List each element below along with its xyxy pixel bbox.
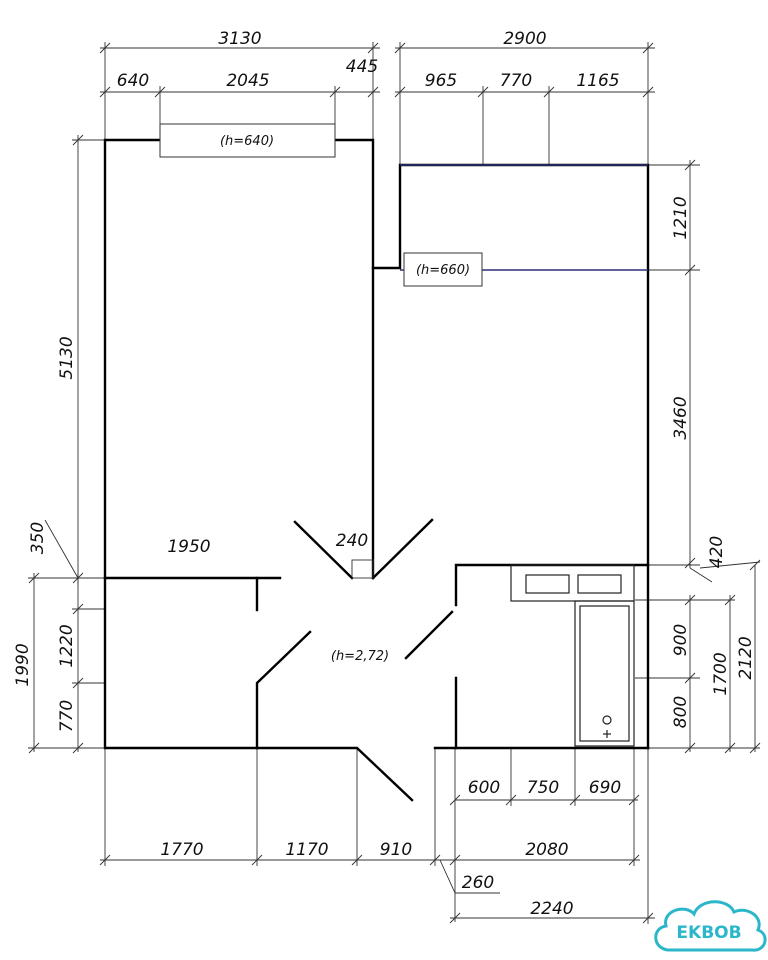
dim-right-420: 420 <box>707 536 727 568</box>
dimension-lines <box>28 42 761 924</box>
sink-basin-right <box>577 574 622 594</box>
note-ceiling-height: (h=2,72) <box>331 649 389 664</box>
dim-bottom-1170: 1170 <box>285 840 328 860</box>
dim-bottom-2240: 2240 <box>530 899 573 919</box>
dimension-labels: 3130 2900 640 2045 445 965 770 1165 5130… <box>13 29 756 919</box>
dim-top-2900: 2900 <box>503 29 546 49</box>
dim-corridor-1950: 1950 <box>167 537 210 557</box>
dim-bottom-260: 260 <box>462 873 494 893</box>
dim-top-3130: 3130 <box>218 29 261 49</box>
dim-right-1210: 1210 <box>671 196 691 239</box>
dim-top-965: 965 <box>425 71 457 91</box>
dim-right-800: 800 <box>671 696 691 728</box>
bathroom-fixtures <box>510 564 635 747</box>
dim-left-770: 770 <box>57 700 77 732</box>
dim-top-640: 640 <box>117 71 149 91</box>
dim-top-2045: 2045 <box>226 71 269 91</box>
sink-basin-left <box>525 574 570 594</box>
walls <box>103 138 650 802</box>
dim-left-350: 350 <box>28 522 48 554</box>
opening-marker <box>351 559 374 579</box>
dim-bottom-910: 910 <box>380 840 412 860</box>
note-window-left: (h=640) <box>220 134 274 149</box>
dim-bottom-1770: 1770 <box>160 840 203 860</box>
dim-top-1165: 1165 <box>576 71 619 91</box>
sink-counter <box>510 564 635 602</box>
dim-bath-750: 750 <box>527 778 559 798</box>
dim-bath-690: 690 <box>589 778 621 798</box>
dim-left-1990: 1990 <box>13 643 33 686</box>
drain-icon <box>602 715 612 725</box>
dim-bath-600: 600 <box>468 778 500 798</box>
dim-right-1700: 1700 <box>711 652 731 695</box>
dim-opening-240: 240 <box>336 531 368 551</box>
bathtub <box>574 600 635 747</box>
dim-top-445: 445 <box>346 57 378 77</box>
dim-bottom-2080: 2080 <box>525 840 568 860</box>
dim-right-2120: 2120 <box>736 636 756 679</box>
dim-top-770: 770 <box>500 71 532 91</box>
note-window-right: (h=660) <box>416 263 470 278</box>
watermark-logo: EKBOB <box>654 900 767 952</box>
dim-right-900: 900 <box>671 624 691 656</box>
windows <box>159 123 648 287</box>
dim-left-1220: 1220 <box>57 624 77 667</box>
dim-left-5130: 5130 <box>57 336 77 379</box>
watermark-text: EKBOB <box>676 923 741 943</box>
dim-right-3460: 3460 <box>671 396 691 439</box>
